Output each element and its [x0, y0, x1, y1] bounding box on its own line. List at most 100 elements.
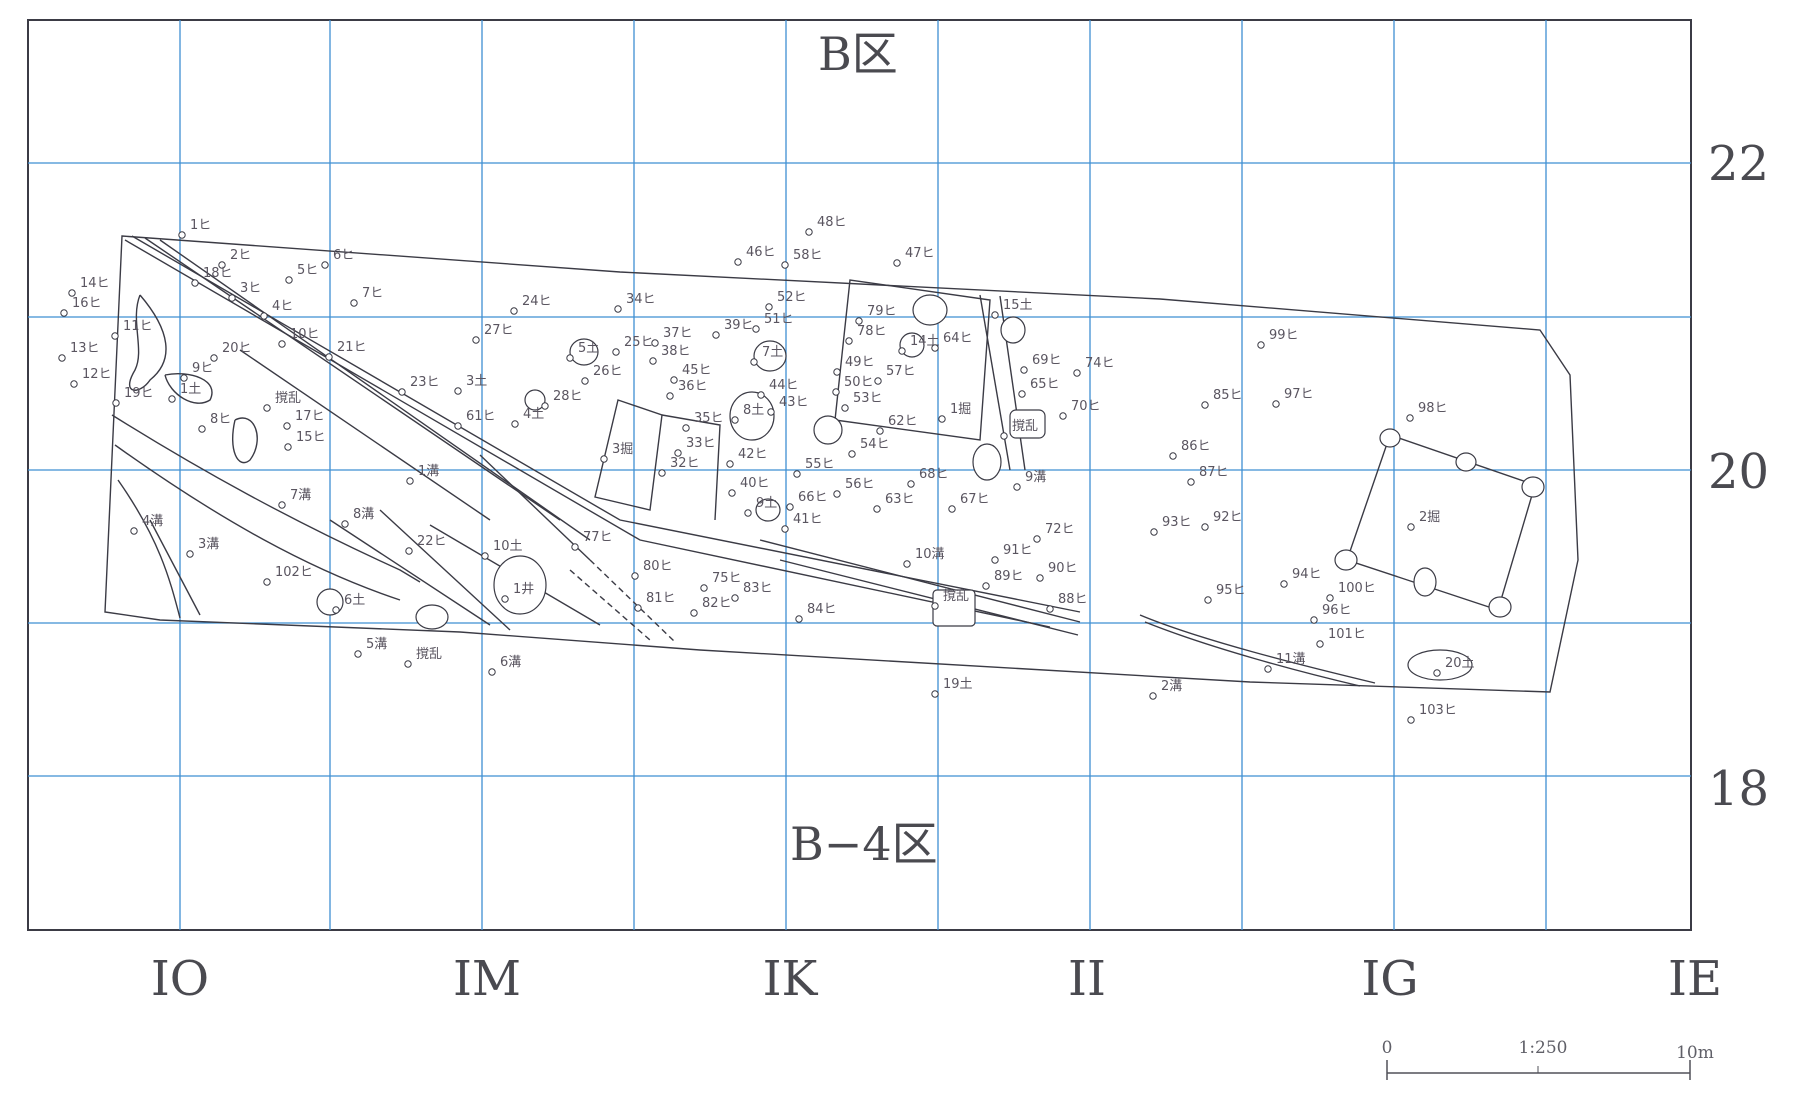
feature-marker [1433, 669, 1441, 677]
feature-marker [991, 556, 999, 564]
feature-label: 48ヒ [817, 215, 847, 230]
feature-marker [68, 289, 76, 297]
feature-marker [1018, 390, 1026, 398]
feature-label: 1井 [513, 582, 534, 597]
feature-marker [841, 404, 849, 412]
feature-marker [781, 525, 789, 533]
feature-marker [218, 261, 226, 269]
section-label-top: B区 [818, 27, 898, 81]
feature-label: 32ヒ [670, 456, 700, 471]
feature-label: 44ヒ [769, 378, 799, 393]
feature-label: 63ヒ [885, 492, 915, 507]
feature-marker [511, 420, 519, 428]
row-label-20: 20 [1708, 444, 1769, 500]
feature-marker [1406, 414, 1414, 422]
feature-marker [454, 387, 462, 395]
feature-label: 23ヒ [410, 375, 440, 390]
feature-label: 97ヒ [1284, 387, 1314, 402]
feature-label: 70ヒ [1071, 399, 1101, 414]
feature-marker [1201, 523, 1209, 531]
feature-marker [1033, 535, 1041, 543]
section-label-bottom: B−4区 [790, 817, 938, 871]
feature-marker [481, 552, 489, 560]
feature-marker [1000, 432, 1008, 440]
feature-label: 47ヒ [905, 246, 935, 261]
feature-label: 20ヒ [222, 341, 252, 356]
feature-marker [228, 294, 236, 302]
feature-label: 8溝 [353, 507, 374, 522]
feature-marker [767, 408, 775, 416]
feature-marker [60, 309, 68, 317]
feature-label: 6ヒ [333, 248, 354, 263]
feature-marker [991, 311, 999, 319]
feature-label: 4ヒ [272, 299, 293, 314]
feature-marker [501, 595, 509, 603]
feature-label: 3土 [466, 374, 487, 389]
feature-label: 11ヒ [123, 319, 153, 334]
feature-marker [898, 347, 906, 355]
feature-label: 90ヒ [1048, 561, 1078, 576]
feature-label: 7溝 [290, 488, 311, 503]
feature-marker [1036, 574, 1044, 582]
feature-label: 12ヒ [82, 367, 112, 382]
feature-label: 37ヒ [663, 326, 693, 341]
col-label-ii: II [1068, 951, 1106, 1007]
feature-marker [832, 388, 840, 396]
feature-marker [321, 261, 329, 269]
feature-marker [1310, 616, 1318, 624]
feature-marker [750, 358, 758, 366]
feature-label: 86ヒ [1181, 439, 1211, 454]
feature-label: 36ヒ [678, 379, 708, 394]
feature-label: 46ヒ [746, 245, 776, 260]
feature-marker [682, 424, 690, 432]
feature-marker [398, 388, 406, 396]
feature-marker [180, 374, 188, 382]
feature-label: 27ヒ [484, 323, 514, 338]
feature-marker [112, 399, 120, 407]
feature-label: 18ヒ [203, 266, 233, 281]
col-label-ik: IK [763, 951, 819, 1007]
feature-marker [178, 231, 186, 239]
feature-label: 83ヒ [743, 581, 773, 596]
feature-marker [58, 354, 66, 362]
feature-label: 1ヒ [190, 218, 211, 233]
feature-label: 7土 [762, 345, 783, 360]
feature-label: 41ヒ [793, 512, 823, 527]
feature-label: 55ヒ [805, 457, 835, 472]
feature-label: 91ヒ [1003, 543, 1033, 558]
feature-marker [263, 404, 271, 412]
feature-label: 67ヒ [960, 492, 990, 507]
feature-marker [1073, 369, 1081, 377]
feature-marker [631, 572, 639, 580]
feature-marker [1204, 596, 1212, 604]
feature-label: 22ヒ [417, 534, 447, 549]
feature-label: 33ヒ [686, 436, 716, 451]
feature-label: 10ヒ [290, 327, 320, 342]
feature-marker [793, 470, 801, 478]
feature-marker [472, 336, 480, 344]
feature-marker [833, 490, 841, 498]
feature-marker [781, 261, 789, 269]
feature-label: 99ヒ [1269, 328, 1299, 343]
grid-lines [28, 20, 1691, 930]
feature-label: 7ヒ [362, 286, 383, 301]
feature-marker [168, 395, 176, 403]
feature-marker [571, 543, 579, 551]
feature-marker [1020, 366, 1028, 374]
feature-marker [130, 527, 138, 535]
feature-marker [948, 505, 956, 513]
feature-marker [405, 547, 413, 555]
feature-label: 68ヒ [919, 467, 949, 482]
feature-label: 撹乱 [275, 391, 301, 406]
map-frame [27, 19, 1692, 931]
feature-marker [1257, 341, 1265, 349]
feature-label: 72ヒ [1045, 522, 1075, 537]
feature-marker [566, 354, 574, 362]
feature-label: 84ヒ [807, 602, 837, 617]
feature-marker [1169, 452, 1177, 460]
feature-label: 13ヒ [70, 341, 100, 356]
feature-marker [404, 660, 412, 668]
feature-label: 9ヒ [192, 361, 213, 376]
feature-marker [893, 259, 901, 267]
feature-marker [488, 668, 496, 676]
